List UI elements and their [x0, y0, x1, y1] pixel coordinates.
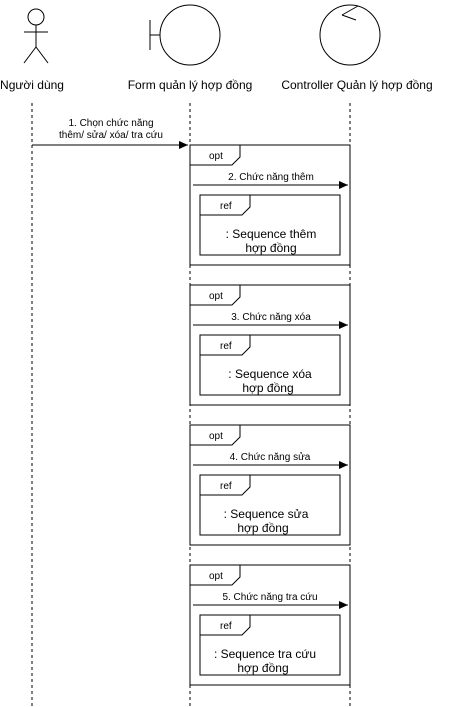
message-1-line1: 1. Chọn chức năng: [68, 118, 153, 129]
ref-text-line1: : Sequence sửa: [224, 507, 309, 521]
actor-user: [23, 8, 49, 64]
fragment-opt-search: opt 5. Chức năng tra cứu ref : Sequence …: [189, 564, 351, 686]
message-5: 5. Chức năng tra cứu: [222, 592, 317, 603]
ref-text-line1: : Sequence thêm: [226, 227, 317, 241]
message-3: 3. Chức năng xóa: [231, 312, 311, 323]
fragment-operator: opt: [209, 291, 223, 302]
ref-text-line1: : Sequence tra cứu: [214, 647, 316, 661]
ref-text-line2: hợp đồng: [237, 521, 288, 535]
fragment-opt-delete: opt 3. Chức năng xóa ref : Sequence xóa …: [189, 284, 351, 406]
ref-text-line2: hợp đồng: [242, 381, 293, 395]
boundary-form: [149, 4, 221, 66]
ref-tag: ref: [220, 341, 232, 352]
fragment-operator: opt: [209, 151, 223, 162]
message-4: 4. Chức năng sửa: [230, 451, 311, 463]
message-1-line2: thêm/ sửa/ xóa/ tra cứu: [59, 129, 163, 141]
participant-label-form: Form quản lý hợp đồng: [128, 78, 253, 92]
ref-tag: ref: [220, 481, 232, 492]
ref-text-line2: hợp đồng: [245, 241, 296, 255]
fragment-operator: opt: [209, 571, 223, 582]
control-controller: [319, 4, 381, 66]
ref-text-line1: : Sequence xóa: [228, 367, 312, 381]
ref-tag: ref: [220, 621, 232, 632]
participant-label-controller: Controller Quản lý hợp đồng: [281, 78, 432, 92]
fragment-opt-add: opt 2. Chức năng thêm ref : Sequence thê…: [189, 144, 351, 266]
message-2: 2. Chức năng thêm: [228, 172, 314, 183]
fragment-opt-edit: opt 4. Chức năng sửa ref : Sequence sửa …: [189, 424, 351, 546]
ref-text-line2: hợp đồng: [237, 661, 288, 675]
ref-tag: ref: [220, 201, 232, 212]
fragment-operator: opt: [209, 431, 223, 442]
participant-label-user: Người dùng: [0, 78, 64, 92]
